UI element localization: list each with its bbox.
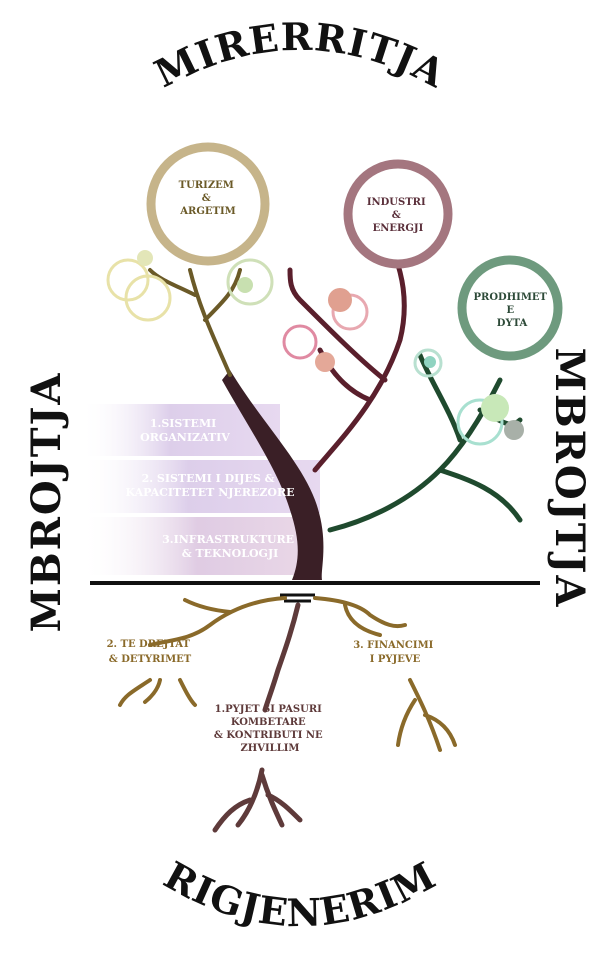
circle-labels: TURIZEM & ARGETIM INDUSTRI & ENERGJI PRO… [179, 180, 551, 329]
band-label-2: 2. SISTEMI I DIJES & KAPACITETET NJEREZO… [125, 472, 294, 499]
side-title-right: MBROJTJA [546, 348, 593, 609]
circle-prodhimet [457, 255, 563, 361]
root-label-2: 2. TE DREJTAT & DETYRIMET [107, 639, 194, 665]
root-labels: 2. TE DREJTAT & DETYRIMET 1.PYJET SI PAS… [107, 639, 437, 754]
title-bottom: RIGJENERIM [157, 852, 443, 935]
decor-circles [106, 250, 524, 446]
branch-right [327, 352, 523, 533]
band-label-1: 1.SISTEMI ORGANIZATIV [140, 417, 230, 444]
root-label-3: 3. FINANCIMI I PYJEVE [353, 640, 437, 665]
side-title-left: MBROJTJA [23, 372, 70, 633]
circle-label-turizem: TURIZEM & ARGETIM [179, 180, 238, 217]
roots-middle [212, 602, 303, 833]
circle-turizem [146, 142, 270, 266]
band-3 [80, 517, 315, 575]
band-label-3: 3.INFRASTRUKTURE & TEKNOLOGJI [162, 533, 298, 560]
title-top: MIRERRITJA [147, 14, 453, 97]
roots-left [118, 596, 287, 707]
tree-trunk [222, 370, 324, 580]
branch-middle [287, 252, 407, 473]
circle-label-prodhimet: PRODHIMET E DYTA [474, 292, 551, 329]
root-label-1: 1.PYJET SI PASURI KOMBETARE & KONTRIBUTI… [214, 704, 326, 754]
roots-right [313, 596, 457, 752]
branch-left [148, 268, 242, 377]
circle-industri [343, 159, 453, 269]
circle-label-industri: INDUSTRI & ENERGJI [367, 197, 429, 234]
band-labels: 1.SISTEMI ORGANIZATIV 2. SISTEMI I DIJES… [125, 417, 298, 560]
